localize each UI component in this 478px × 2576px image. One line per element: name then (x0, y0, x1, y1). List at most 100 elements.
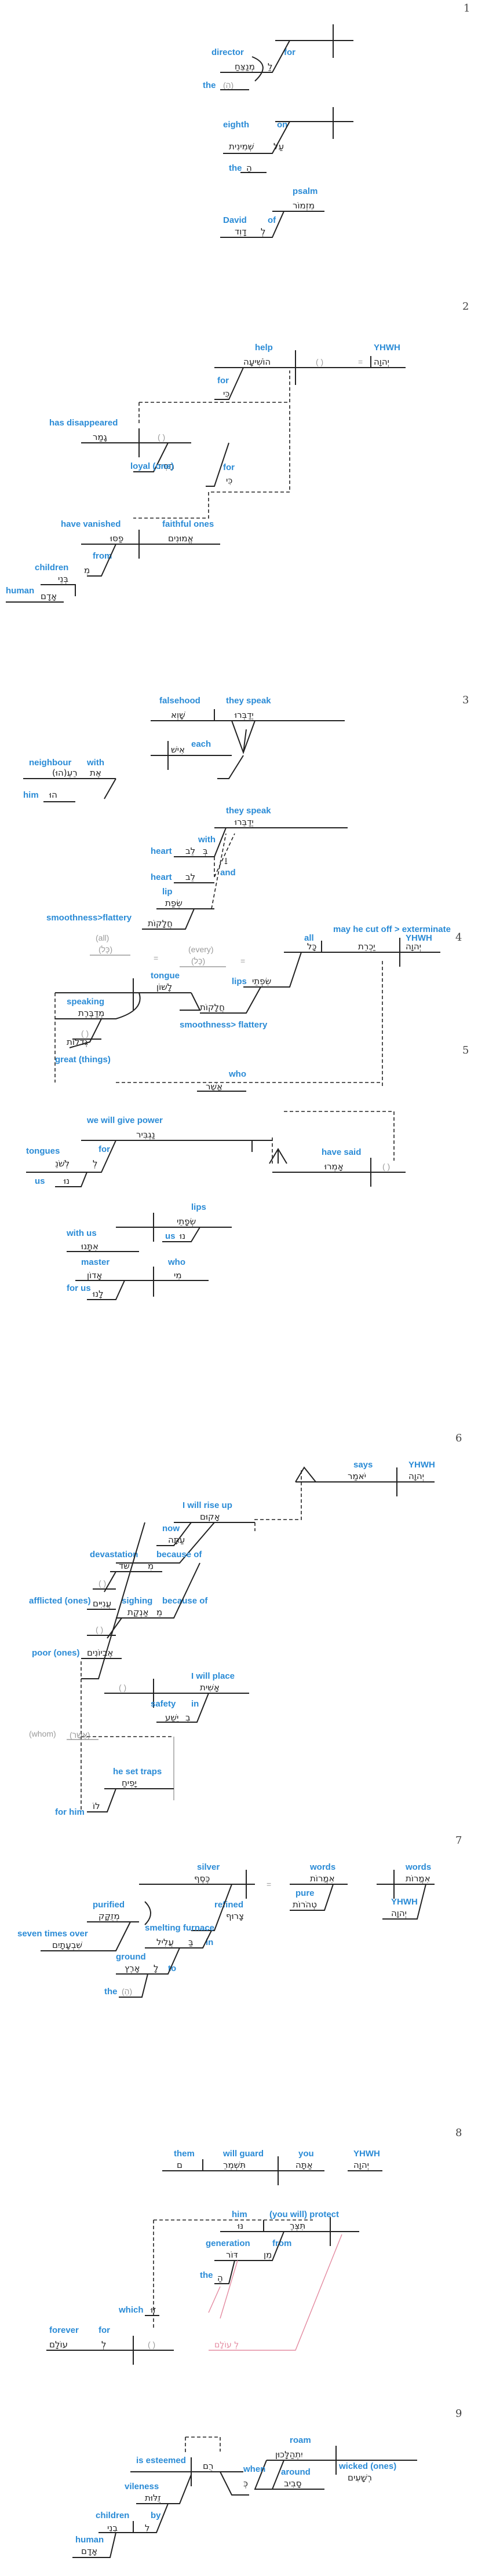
modifier-line (98, 2503, 169, 2533)
word-gloss: to (168, 1964, 176, 1973)
word-gloss: with (198, 835, 216, 845)
hebrew-word: כָּל (307, 941, 317, 952)
word-gloss: help (255, 343, 273, 353)
hebrew-word: אָרֶץ (125, 1963, 140, 1973)
gray-gloss: (all) (96, 933, 109, 942)
word-gloss: children (96, 2511, 129, 2520)
word-gloss: says (353, 1460, 373, 1470)
word-gloss: seven times over (17, 1929, 88, 1939)
hebrew-word: שְׂפַת (165, 898, 183, 908)
baseline (377, 1870, 435, 1899)
modifier-line (55, 1172, 87, 1187)
word-gloss: in (191, 1699, 199, 1709)
connector-curve (251, 56, 264, 82)
verse-4: may he cut off > exterminate יַכְרֵת YHW… (54, 924, 451, 1092)
word-gloss: and (220, 868, 236, 878)
hebrew-word: לוֹ (93, 1801, 100, 1811)
word-gloss: they speak (226, 806, 271, 816)
word-gloss: master (81, 1257, 110, 1267)
modifier-line (231, 720, 256, 754)
word-gloss: lips (191, 1202, 206, 1212)
hebrew-word: יִתְהַלָּכוּן (275, 2449, 303, 2460)
word-gloss: of (268, 215, 276, 225)
baseline (81, 530, 220, 559)
word-gloss: when (243, 2464, 265, 2474)
hebrew-word: (הָ) (122, 1987, 132, 1996)
pink-link (208, 2234, 342, 2351)
paren: ( ) (382, 1162, 390, 1171)
word-gloss: us (35, 1176, 45, 1186)
hebrew-word: יְהוָה (391, 1908, 407, 1918)
hebrew-word: יְהוָה (353, 2160, 369, 2170)
dashed-link (81, 1661, 174, 1812)
verse-2: help הוֹשִׁיעָה ( ) = YHWH יְהוָה for כִ… (6, 343, 406, 603)
hebrew-word: כֶּסֶף (194, 1873, 210, 1884)
word-gloss: because of (162, 1596, 208, 1606)
hebrew-word: לְ (101, 2339, 107, 2350)
modifier-line (26, 1140, 116, 1173)
verse-7: silver כֶּסֶף = words אִמֲרוֹת words אִמ… (17, 1862, 435, 1998)
word-gloss: them (174, 2149, 195, 2159)
hebrew-word: יֵשַׁע (165, 1712, 179, 1723)
hebrew-word: אֱמוּנִים (168, 533, 194, 544)
hebrew-word: עוֹלָם (49, 2339, 68, 2350)
modifier-line (69, 1018, 102, 1048)
baseline (275, 107, 353, 139)
hebrew-word: אָדָם (81, 2546, 97, 2556)
word-gloss: words (405, 1862, 431, 1872)
hebrew-word: יְדַבְּרוּ (235, 710, 254, 720)
word-gloss: YHWH (353, 2149, 380, 2159)
word-gloss: smoothness> flattery (180, 1020, 268, 1030)
modifier-line (119, 1973, 148, 1998)
dashed-link (211, 833, 227, 909)
paren: ( ) (158, 432, 165, 442)
word-gloss: (you will) protect (269, 2210, 339, 2219)
word-gloss: YHWH (406, 933, 432, 943)
word-gloss: has disappeared (49, 418, 118, 428)
hebrew-word: חֲלָקוֹת (148, 918, 173, 929)
modifier-line (145, 1930, 212, 1948)
hebrew-word: אָקוּם (200, 1511, 220, 1522)
hebrew-word: עֲנִיִּים (93, 1598, 111, 1609)
equals: = (154, 953, 158, 963)
hebrew-word: שְׂפָתֵי (177, 1216, 196, 1227)
hebrew-word: אֶבְיוֹנִים (87, 1647, 113, 1658)
word-gloss: I will rise up (183, 1500, 232, 1510)
modifier-line (87, 544, 116, 577)
word-gloss: he set traps (113, 1767, 162, 1777)
word-gloss: refined (214, 1900, 243, 1910)
dashed-link (54, 961, 383, 1088)
modifier-line (23, 778, 116, 799)
modifier-line (133, 442, 169, 472)
hebrew-word: אָדָם (41, 591, 57, 601)
hebrew-word: סָבִיב (284, 2478, 301, 2489)
word-gloss: who (228, 1069, 246, 1079)
modifier-line (87, 1788, 116, 1812)
equals: = (267, 1880, 271, 1889)
word-gloss: by (151, 2511, 161, 2520)
modifier-line (67, 1737, 174, 1800)
hebrew-word: עַתָּה (168, 1535, 185, 1545)
word-gloss: from (93, 551, 112, 561)
modifier-line (220, 211, 284, 238)
word-gloss: lips (232, 977, 247, 986)
hebrew-word: גְּדֹלוֹת (67, 1037, 88, 1047)
gray-hebrew: (כָּל) (191, 956, 205, 966)
hebrew-word: בְ (185, 1712, 191, 1723)
word-gloss: words (309, 1862, 335, 1872)
modifier-line (116, 1947, 180, 1975)
hebrew-word: שְּׁמִינִית (229, 141, 254, 152)
hebrew-word: וָ (224, 854, 227, 865)
word-gloss: human (6, 586, 34, 596)
hebrew-word: מִי (174, 1270, 182, 1280)
word-gloss: us (165, 1231, 176, 1241)
verse-number: 1 (464, 2, 470, 14)
hebrew-word: מְדַבֶּרֶת (78, 1008, 104, 1018)
dashed-link (133, 405, 290, 519)
word-gloss: faithful ones (162, 519, 214, 529)
hebrew-word: שִׁבְעָתָיִם (52, 1940, 82, 1950)
hebrew-word: אָשִׁית (200, 1682, 220, 1693)
modifier-line (214, 2260, 235, 2284)
modifier-line (136, 2474, 192, 2504)
verse-number: 9 (455, 2408, 462, 2420)
